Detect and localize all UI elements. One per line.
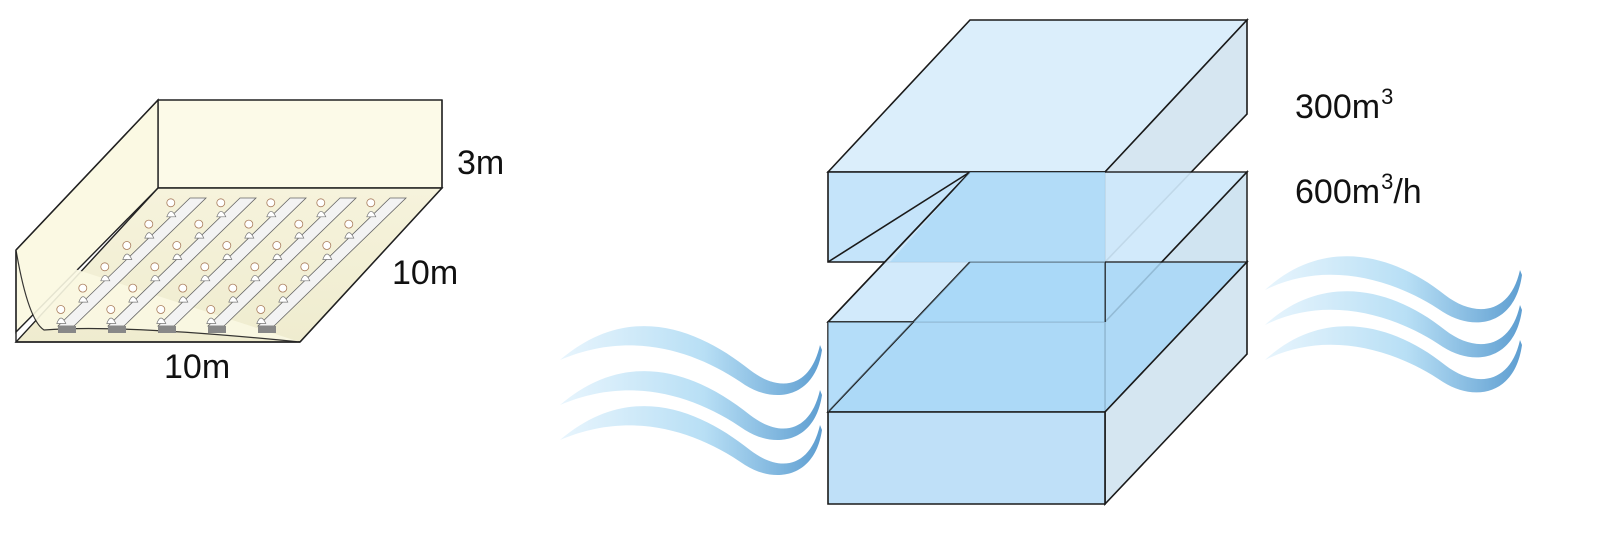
seated-person bbox=[244, 219, 255, 239]
room-height-label: 3m bbox=[457, 144, 505, 182]
air-volume-label: 300m3 bbox=[1295, 84, 1394, 126]
desk-leg bbox=[208, 326, 226, 333]
seated-person bbox=[216, 198, 227, 218]
seated-person bbox=[144, 219, 155, 239]
air-volume-value: 300m bbox=[1295, 88, 1381, 126]
seated-person bbox=[316, 198, 327, 218]
seated-person bbox=[156, 305, 167, 324]
seated-person bbox=[322, 241, 333, 260]
seated-person bbox=[150, 262, 161, 282]
seated-person bbox=[172, 241, 183, 260]
desk-leg bbox=[158, 326, 176, 333]
seated-person bbox=[250, 262, 261, 282]
room-width-label: 10m bbox=[164, 348, 231, 386]
seated-person bbox=[294, 219, 305, 239]
seated-person bbox=[272, 241, 283, 260]
seated-person bbox=[206, 305, 217, 324]
room-depth-label: 10m bbox=[392, 254, 459, 292]
seated-person bbox=[122, 241, 133, 260]
seated-person bbox=[166, 198, 177, 218]
seated-person bbox=[228, 283, 239, 303]
airflow-waves-left bbox=[560, 326, 822, 476]
room-back-wall bbox=[157, 99, 443, 189]
seated-person bbox=[178, 283, 189, 303]
seated-person bbox=[300, 262, 311, 282]
seated-person bbox=[194, 219, 205, 239]
seated-person bbox=[106, 305, 117, 324]
seated-person bbox=[344, 219, 355, 239]
seated-person bbox=[128, 283, 139, 303]
seated-person bbox=[100, 262, 111, 282]
seated-person bbox=[366, 198, 377, 218]
desk-rows bbox=[56, 197, 407, 333]
air-volume-block-bottom bbox=[826, 259, 1249, 507]
desk-leg bbox=[258, 326, 276, 333]
seated-person bbox=[266, 198, 277, 218]
air-rate-suffix: /h bbox=[1393, 173, 1422, 211]
desk-leg bbox=[58, 326, 76, 333]
seated-person bbox=[256, 305, 267, 324]
air-rate-value: 600m bbox=[1295, 173, 1381, 211]
seated-person bbox=[200, 262, 211, 282]
seated-person bbox=[56, 305, 67, 324]
airflow-illustration bbox=[560, 17, 1522, 507]
seated-person bbox=[78, 283, 89, 303]
air-rate-label: 600m3/h bbox=[1295, 169, 1422, 211]
seated-person bbox=[222, 241, 233, 260]
air-rate-unit-sup: 3 bbox=[1381, 169, 1394, 194]
seated-person bbox=[278, 283, 289, 303]
air-volume-unit-sup: 3 bbox=[1381, 84, 1394, 109]
airflow-waves-right bbox=[1265, 256, 1522, 393]
room-illustration bbox=[14, 98, 444, 343]
desk-leg bbox=[108, 326, 126, 333]
